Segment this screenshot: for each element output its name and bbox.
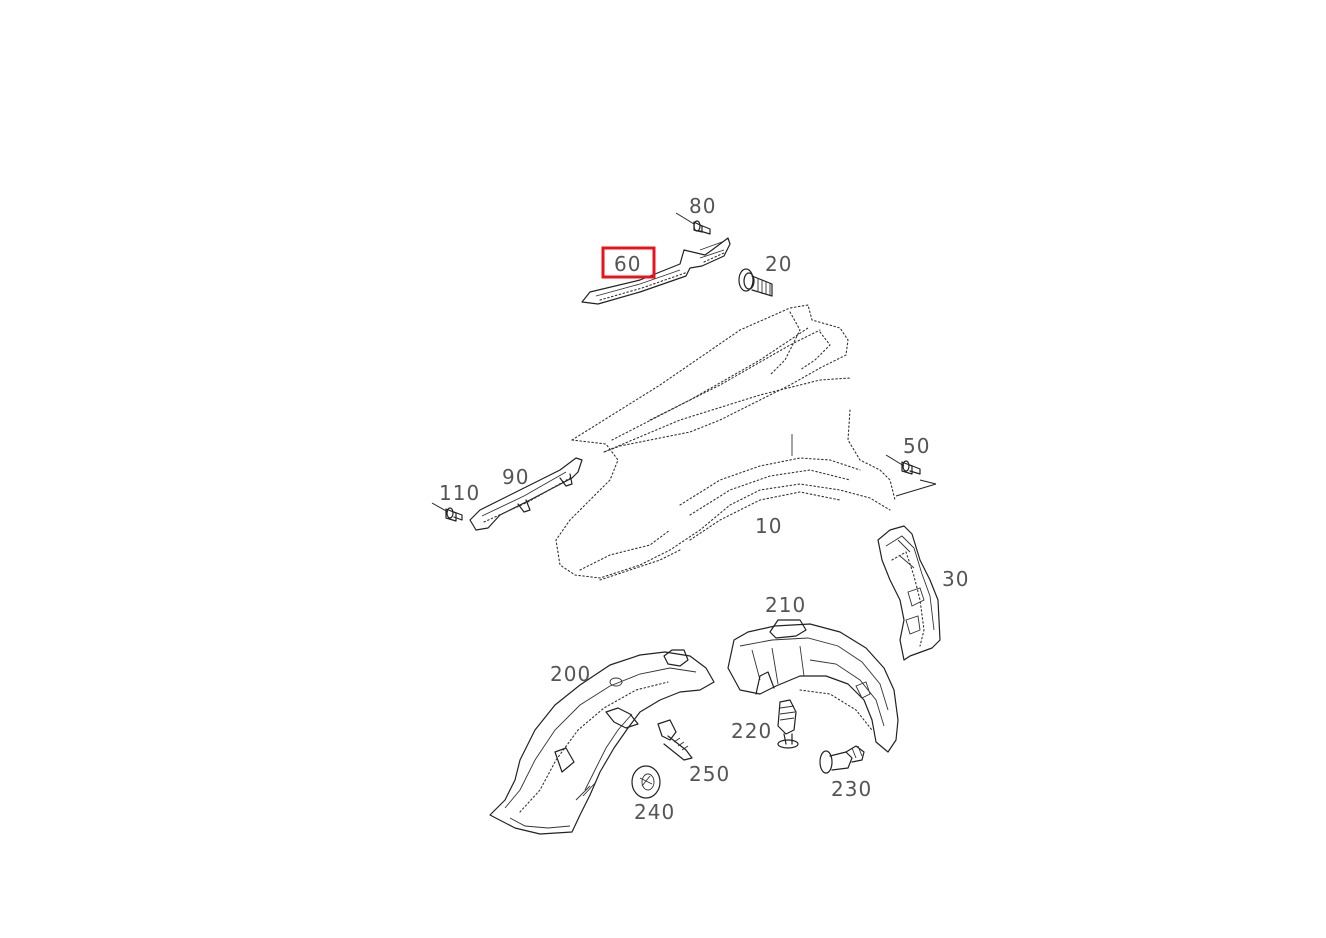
label-20: 20 bbox=[765, 252, 792, 276]
part-220-clip[interactable] bbox=[777, 699, 799, 749]
highlight-box bbox=[601, 246, 656, 279]
label-220: 220 bbox=[731, 719, 772, 743]
part-60-bracket[interactable] bbox=[581, 237, 731, 305]
label-50: 50 bbox=[903, 434, 930, 458]
part-50-bolt[interactable] bbox=[885, 454, 937, 497]
part-230-rivet[interactable] bbox=[819, 745, 865, 774]
part-10-fender[interactable] bbox=[555, 304, 896, 581]
label-210: 210 bbox=[765, 593, 806, 617]
part-200-wheel-liner[interactable] bbox=[489, 649, 715, 835]
label-60: 60 bbox=[614, 252, 641, 276]
part-30-bracket[interactable] bbox=[877, 525, 941, 661]
label-200: 200 bbox=[550, 662, 591, 686]
label-240: 240 bbox=[634, 800, 675, 824]
part-80-bolt[interactable] bbox=[675, 212, 711, 235]
part-250-screw[interactable] bbox=[657, 719, 693, 761]
part-20-bolt[interactable] bbox=[738, 268, 773, 297]
label-10: 10 bbox=[755, 514, 782, 538]
label-30: 30 bbox=[942, 567, 969, 591]
label-90: 90 bbox=[502, 465, 529, 489]
label-250: 250 bbox=[689, 762, 730, 786]
part-210-wheel-liner[interactable] bbox=[727, 619, 899, 753]
label-80: 80 bbox=[689, 194, 716, 218]
part-240-grommet[interactable] bbox=[631, 765, 661, 799]
label-230: 230 bbox=[831, 777, 872, 801]
label-110: 110 bbox=[439, 481, 480, 505]
part-90-bracket[interactable] bbox=[469, 457, 583, 531]
part-110-bolt[interactable] bbox=[431, 502, 463, 522]
